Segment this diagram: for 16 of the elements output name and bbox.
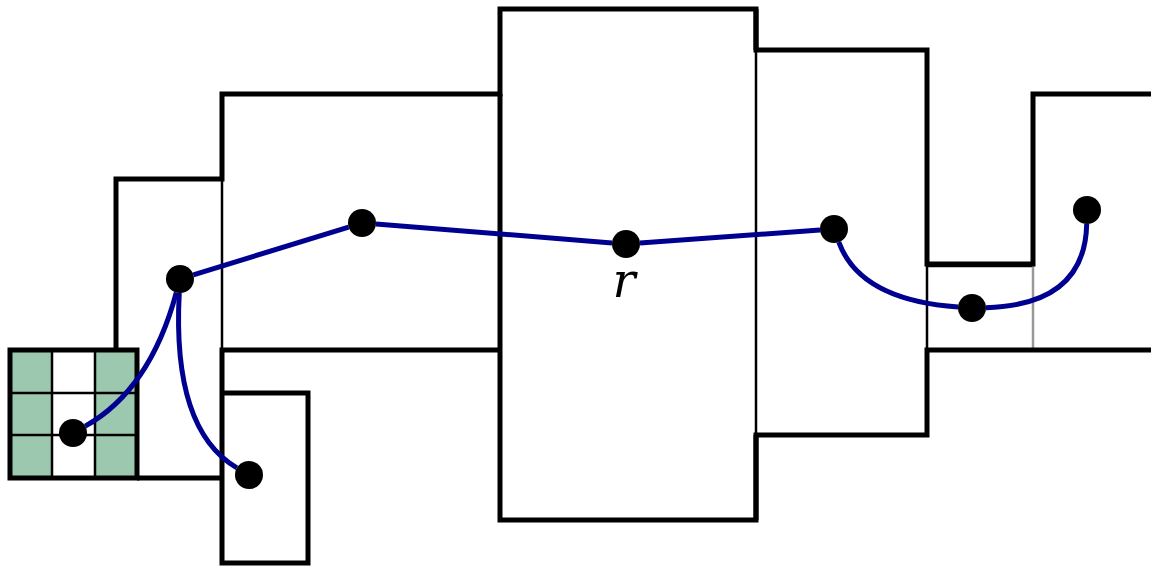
vertex-dot: [820, 215, 848, 243]
connector-line: [836, 241, 959, 310]
connector-line: [639, 227, 821, 246]
vertex-dot: [235, 461, 263, 489]
connector-line: [83, 291, 179, 429]
vertex-label: r: [612, 256, 636, 304]
vertex-dot: [348, 209, 376, 237]
vertex-dot: [958, 294, 986, 322]
connector-line: [192, 224, 350, 278]
vertex-dot: [59, 419, 87, 447]
connector-line: [985, 223, 1090, 311]
connector-line: [176, 292, 239, 470]
connector-line: [375, 221, 613, 246]
vertex-dot: [166, 265, 194, 293]
vertex-dot: [1073, 196, 1101, 224]
vertex-dot: [612, 230, 640, 258]
